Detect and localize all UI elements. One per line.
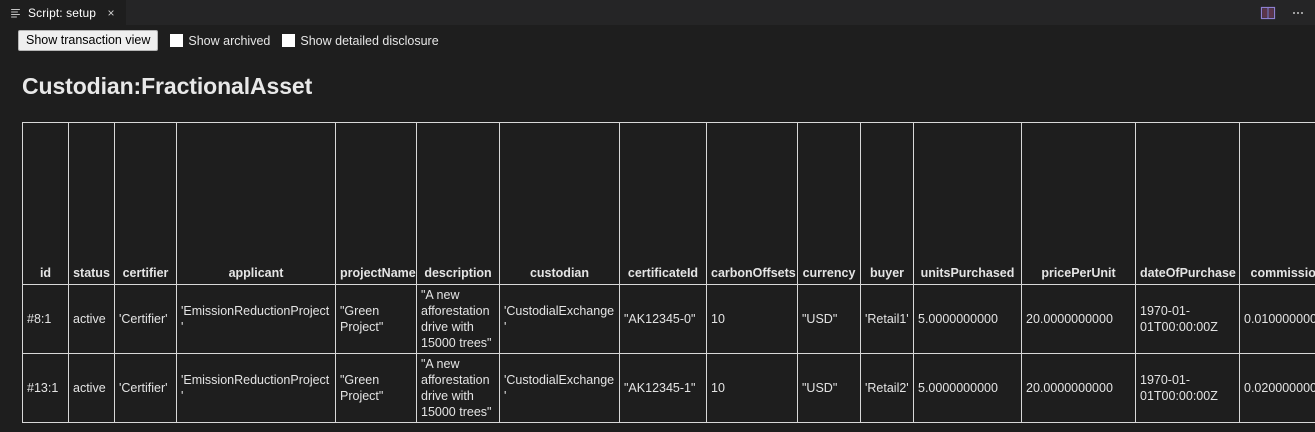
show-detailed-disclosure-checkbox-group[interactable]: Show detailed disclosure [282, 33, 439, 48]
tab-script-setup[interactable]: Script: setup × [0, 0, 127, 25]
cell-status: active [68, 284, 115, 355]
show-archived-label: Show archived [188, 33, 271, 48]
column-header-commission: commission [1239, 122, 1315, 286]
cell-id: #13:1 [22, 353, 69, 424]
cell-projectname: "Green Project" [335, 353, 417, 424]
column-header-custodian: custodian [499, 122, 620, 286]
cell-id: #8:1 [22, 284, 69, 355]
column-header-unitspurchased: unitsPurchased [913, 122, 1022, 286]
cell-custodian: 'CustodialExchange' [499, 284, 620, 355]
column-header-description: description [416, 122, 500, 286]
cell-buyer: 'Retail2' [860, 353, 914, 424]
column-header-buyer: buyer [860, 122, 914, 286]
cell-carbonoffsets: 10 [706, 284, 798, 355]
cell-applicant: 'EmissionReductionProject' [176, 353, 336, 424]
show-transaction-view-button[interactable]: Show transaction view [18, 30, 159, 52]
cell-certifier: 'Certifier' [114, 353, 177, 424]
cell-currency: "USD" [797, 353, 861, 424]
close-icon[interactable]: × [107, 5, 115, 20]
cell-applicant: 'EmissionReductionProject' [176, 284, 336, 355]
cell-commission: 0.0100000000 [1239, 284, 1315, 355]
tab-label: Script: setup [28, 5, 96, 20]
cell-carbonoffsets: 10 [706, 353, 798, 424]
column-header-id: id [22, 122, 69, 286]
cell-certificateid: "AK12345-1" [619, 353, 707, 424]
more-actions-icon[interactable] [1287, 3, 1309, 23]
cell-certifier: 'Certifier' [114, 284, 177, 355]
cell-unitspurchased: 5.0000000000 [913, 284, 1022, 355]
show-archived-checkbox[interactable] [170, 34, 184, 48]
cell-dateofpurchase: 1970-01-01T00:00:00Z [1135, 284, 1240, 355]
script-lines-icon [10, 7, 22, 19]
editor-tab-bar: Script: setup × [0, 0, 1315, 25]
cell-custodian: 'CustodialExchange' [499, 353, 620, 424]
cell-priceperunit: 20.0000000000 [1021, 353, 1136, 424]
cell-projectname: "Green Project" [335, 284, 417, 355]
show-archived-checkbox-group[interactable]: Show archived [170, 34, 270, 48]
cell-dateofpurchase: 1970-01-01T00:00:00Z [1135, 353, 1240, 424]
show-detailed-disclosure-label: Show detailed disclosure [300, 33, 439, 48]
column-header-certificateid: certificateId [619, 122, 707, 286]
cell-buyer: 'Retail1' [860, 284, 914, 355]
cell-currency: "USD" [797, 284, 861, 355]
column-header-currency: currency [797, 122, 861, 286]
column-header-status: status [68, 122, 115, 286]
cell-description: "A new afforestation drive with 15000 tr… [416, 353, 500, 424]
cell-unitspurchased: 5.0000000000 [913, 353, 1022, 424]
show-detailed-disclosure-checkbox[interactable] [282, 34, 296, 48]
column-header-projectname: projectName [335, 122, 417, 286]
cell-priceperunit: 20.0000000000 [1021, 284, 1136, 355]
column-header-certifier: certifier [114, 122, 177, 286]
column-header-applicant: applicant [176, 122, 336, 286]
view-toolbar: Show transaction view Show archived Show… [0, 25, 1315, 56]
page-title: Custodian:FractionalAsset [22, 73, 313, 100]
cell-commission: 0.0200000000 [1239, 353, 1315, 424]
column-header-priceperunit: pricePerUnit [1021, 122, 1136, 286]
cell-description: "A new afforestation drive with 15000 tr… [416, 284, 500, 355]
column-header-dateofpurchase: dateOfPurchase [1135, 122, 1240, 286]
ellipsis-dots [1293, 11, 1303, 14]
cell-status: active [68, 353, 115, 424]
column-header-carbonoffsets: carbonOffsets [706, 122, 798, 286]
editor-actions [1257, 0, 1309, 25]
split-editor-icon[interactable] [1257, 3, 1279, 23]
cell-certificateid: "AK12345-0" [619, 284, 707, 355]
